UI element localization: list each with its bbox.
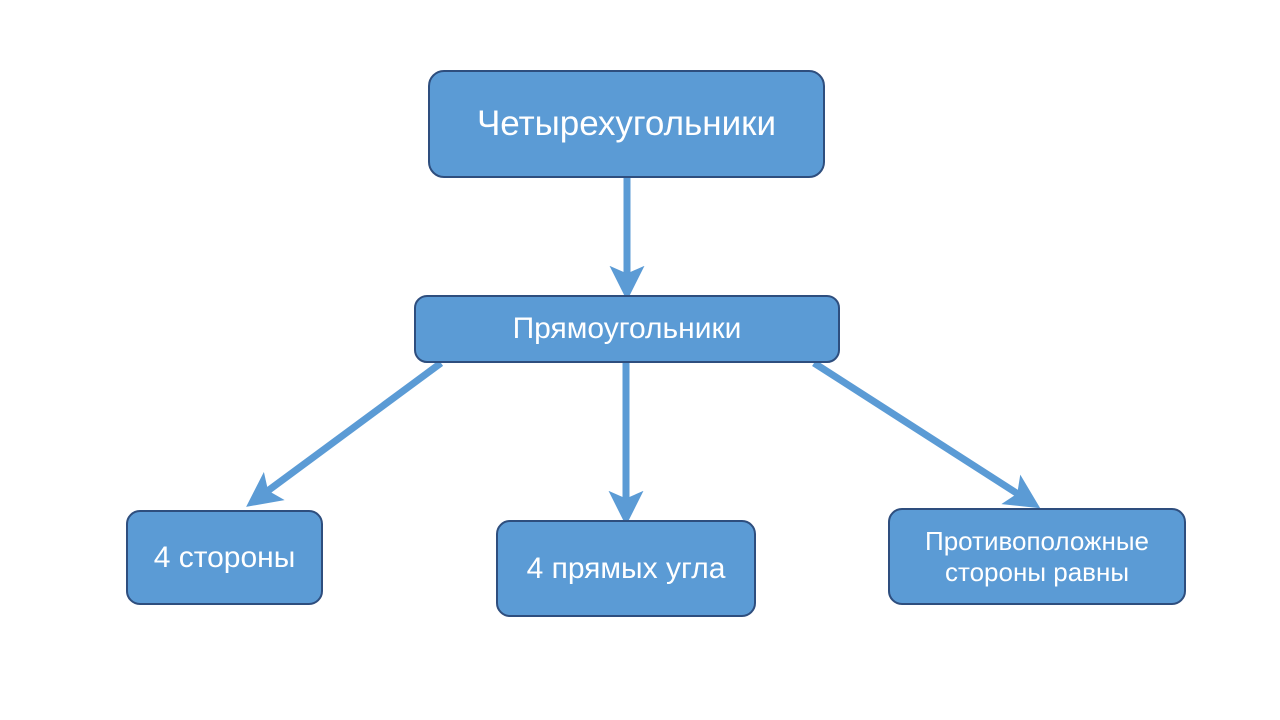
connector-rectangles-to-opposite [812, 360, 1041, 509]
connector-rectangles-to-sides [246, 360, 444, 507]
node-four-right-angles[interactable]: 4 прямых угла [496, 520, 756, 617]
node-four-right-angles-label: 4 прямых угла [526, 551, 726, 585]
node-rectangles[interactable]: Прямоугольники [414, 295, 840, 363]
node-opposite-sides-equal-label: Противоположные стороны равны [925, 525, 1149, 587]
node-quadrilaterals[interactable]: Четырехугольники [428, 70, 825, 178]
node-rectangles-label: Прямоугольники [512, 312, 742, 346]
node-opposite-sides-equal[interactable]: Противоположные стороны равны [888, 508, 1186, 605]
node-quadrilaterals-label: Четырехугольники [476, 104, 777, 144]
node-four-sides-label: 4 стороны [153, 540, 296, 574]
node-four-sides[interactable]: 4 стороны [126, 510, 323, 605]
